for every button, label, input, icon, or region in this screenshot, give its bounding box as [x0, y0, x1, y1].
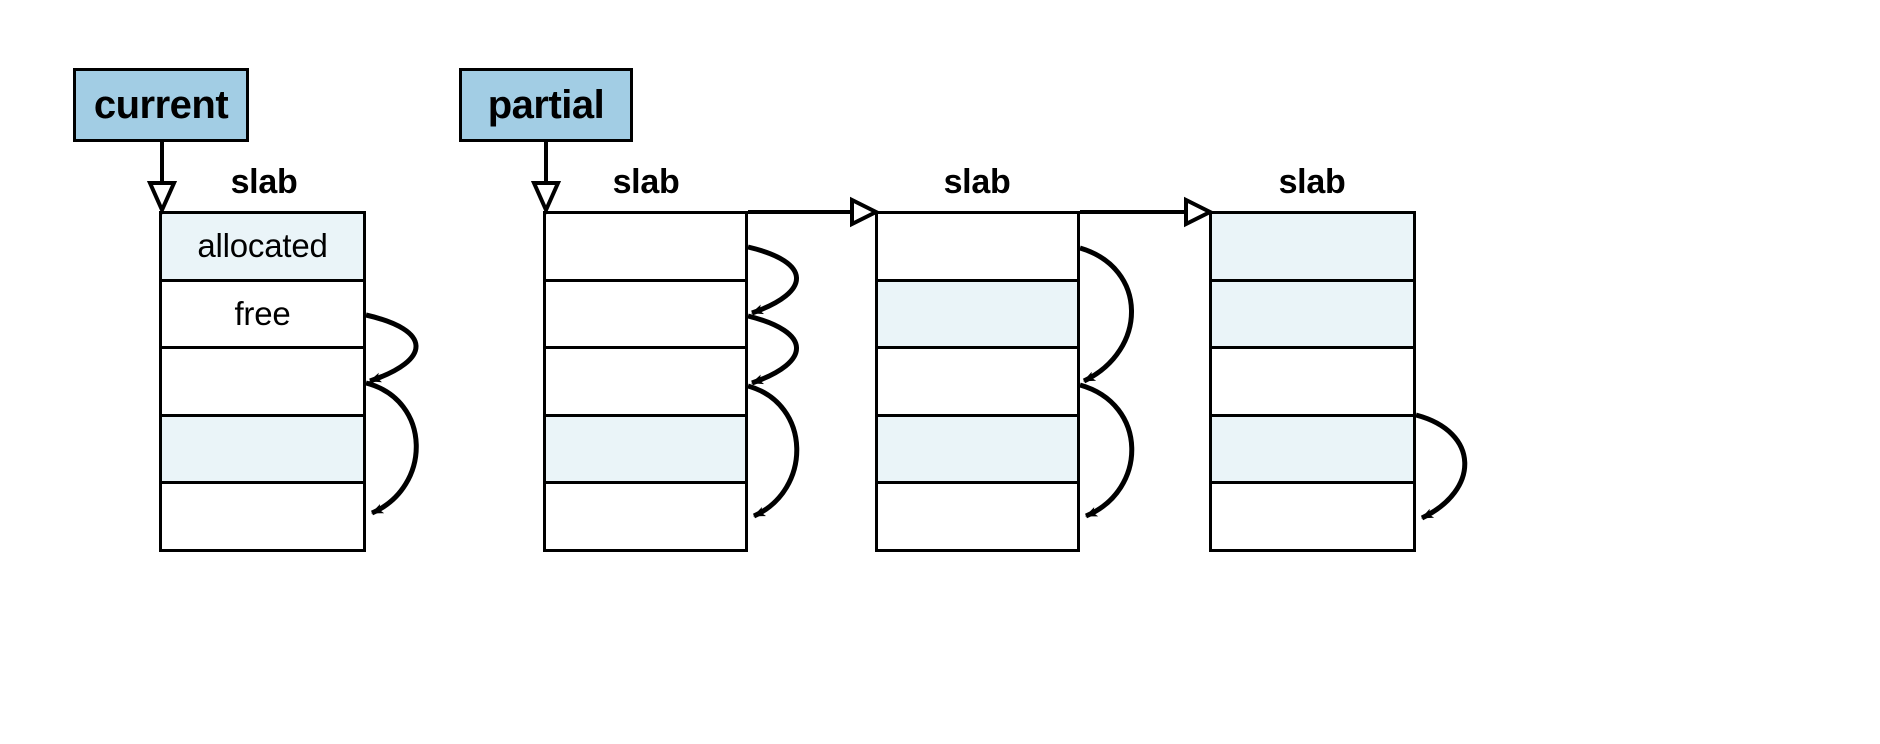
freelist-curves-slab-0	[365, 312, 419, 516]
slab-0-row-3[interactable]	[162, 416, 363, 485]
slab-title-0: slab	[230, 163, 298, 201]
slab-0-row-0[interactable]: allocated	[162, 214, 363, 282]
slab-1-row-3[interactable]	[546, 416, 745, 485]
slab-0[interactable]: allocated free	[159, 211, 366, 552]
slab-3-row-3[interactable]	[1212, 416, 1413, 485]
freelist-curves-slab-1	[747, 244, 800, 519]
pointer-box-partial-label: partial	[487, 82, 605, 127]
slab-1-row-1[interactable]	[546, 281, 745, 350]
pointer-box-current-label: current	[93, 82, 229, 127]
pointer-box-partial[interactable]: partial	[459, 68, 633, 142]
slab-1-row-0[interactable]	[546, 214, 745, 282]
slab-link-2-3	[1080, 196, 1215, 228]
slab-3[interactable]	[1209, 211, 1416, 552]
slab-0-row-4[interactable]	[162, 484, 363, 549]
slab-1-row-4[interactable]	[546, 484, 745, 549]
slab-2-row-1[interactable]	[878, 281, 1077, 350]
freelist-curves-slab-3	[1415, 412, 1468, 521]
slab-2-row-4[interactable]	[878, 484, 1077, 549]
slab-3-row-0[interactable]	[1212, 214, 1413, 282]
freelist-curves-slab-2	[1079, 245, 1135, 519]
pointer-box-current[interactable]: current	[73, 68, 249, 142]
slab-link-1-2	[748, 196, 881, 228]
slab-title-1: slab	[612, 163, 680, 201]
slab-1-row-2[interactable]	[546, 349, 745, 417]
slab-0-row-2[interactable]	[162, 349, 363, 417]
slab-1[interactable]	[543, 211, 748, 552]
slab-2[interactable]	[875, 211, 1080, 552]
slab-0-row-1[interactable]: free	[162, 281, 363, 350]
slab-2-row-2[interactable]	[878, 349, 1077, 417]
slab-3-row-2[interactable]	[1212, 349, 1413, 417]
slab-title-3: slab	[1278, 163, 1346, 201]
slab-3-row-1[interactable]	[1212, 281, 1413, 350]
slab-title-2: slab	[943, 163, 1011, 201]
slab-2-row-0[interactable]	[878, 214, 1077, 282]
slab-2-row-3[interactable]	[878, 416, 1077, 485]
slab-3-row-4[interactable]	[1212, 484, 1413, 549]
